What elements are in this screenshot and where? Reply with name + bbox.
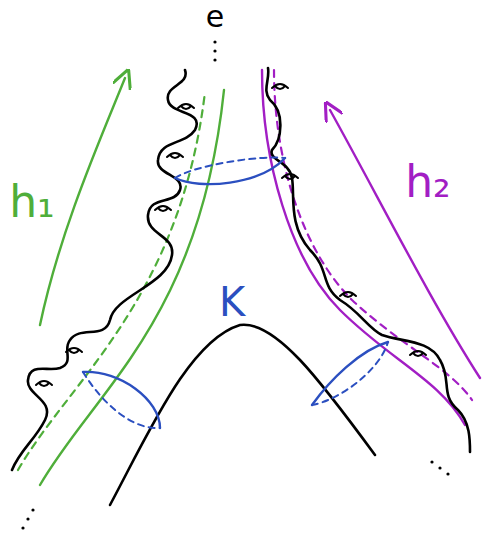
- separating-curve: [175, 158, 285, 184]
- math-label: h₁: [9, 180, 55, 224]
- separating-curve: [312, 342, 388, 405]
- separating-curve: [83, 372, 160, 428]
- handle-path: [262, 70, 465, 425]
- separating-curve: [312, 342, 388, 405]
- separating-curve: [83, 372, 160, 428]
- surface-outline: [266, 68, 470, 452]
- surface-outline: [110, 325, 375, 505]
- direction-arrow: [330, 110, 480, 378]
- handle-path: [274, 70, 472, 400]
- continuation-dots: [21, 40, 449, 529]
- surface-outline: [12, 70, 197, 470]
- separating-curve: [175, 157, 285, 178]
- genus-holes: [36, 84, 426, 386]
- handle-path: [40, 90, 224, 485]
- math-label: K: [219, 282, 245, 322]
- math-label: h₂: [405, 160, 451, 204]
- math-label: e: [206, 2, 224, 32]
